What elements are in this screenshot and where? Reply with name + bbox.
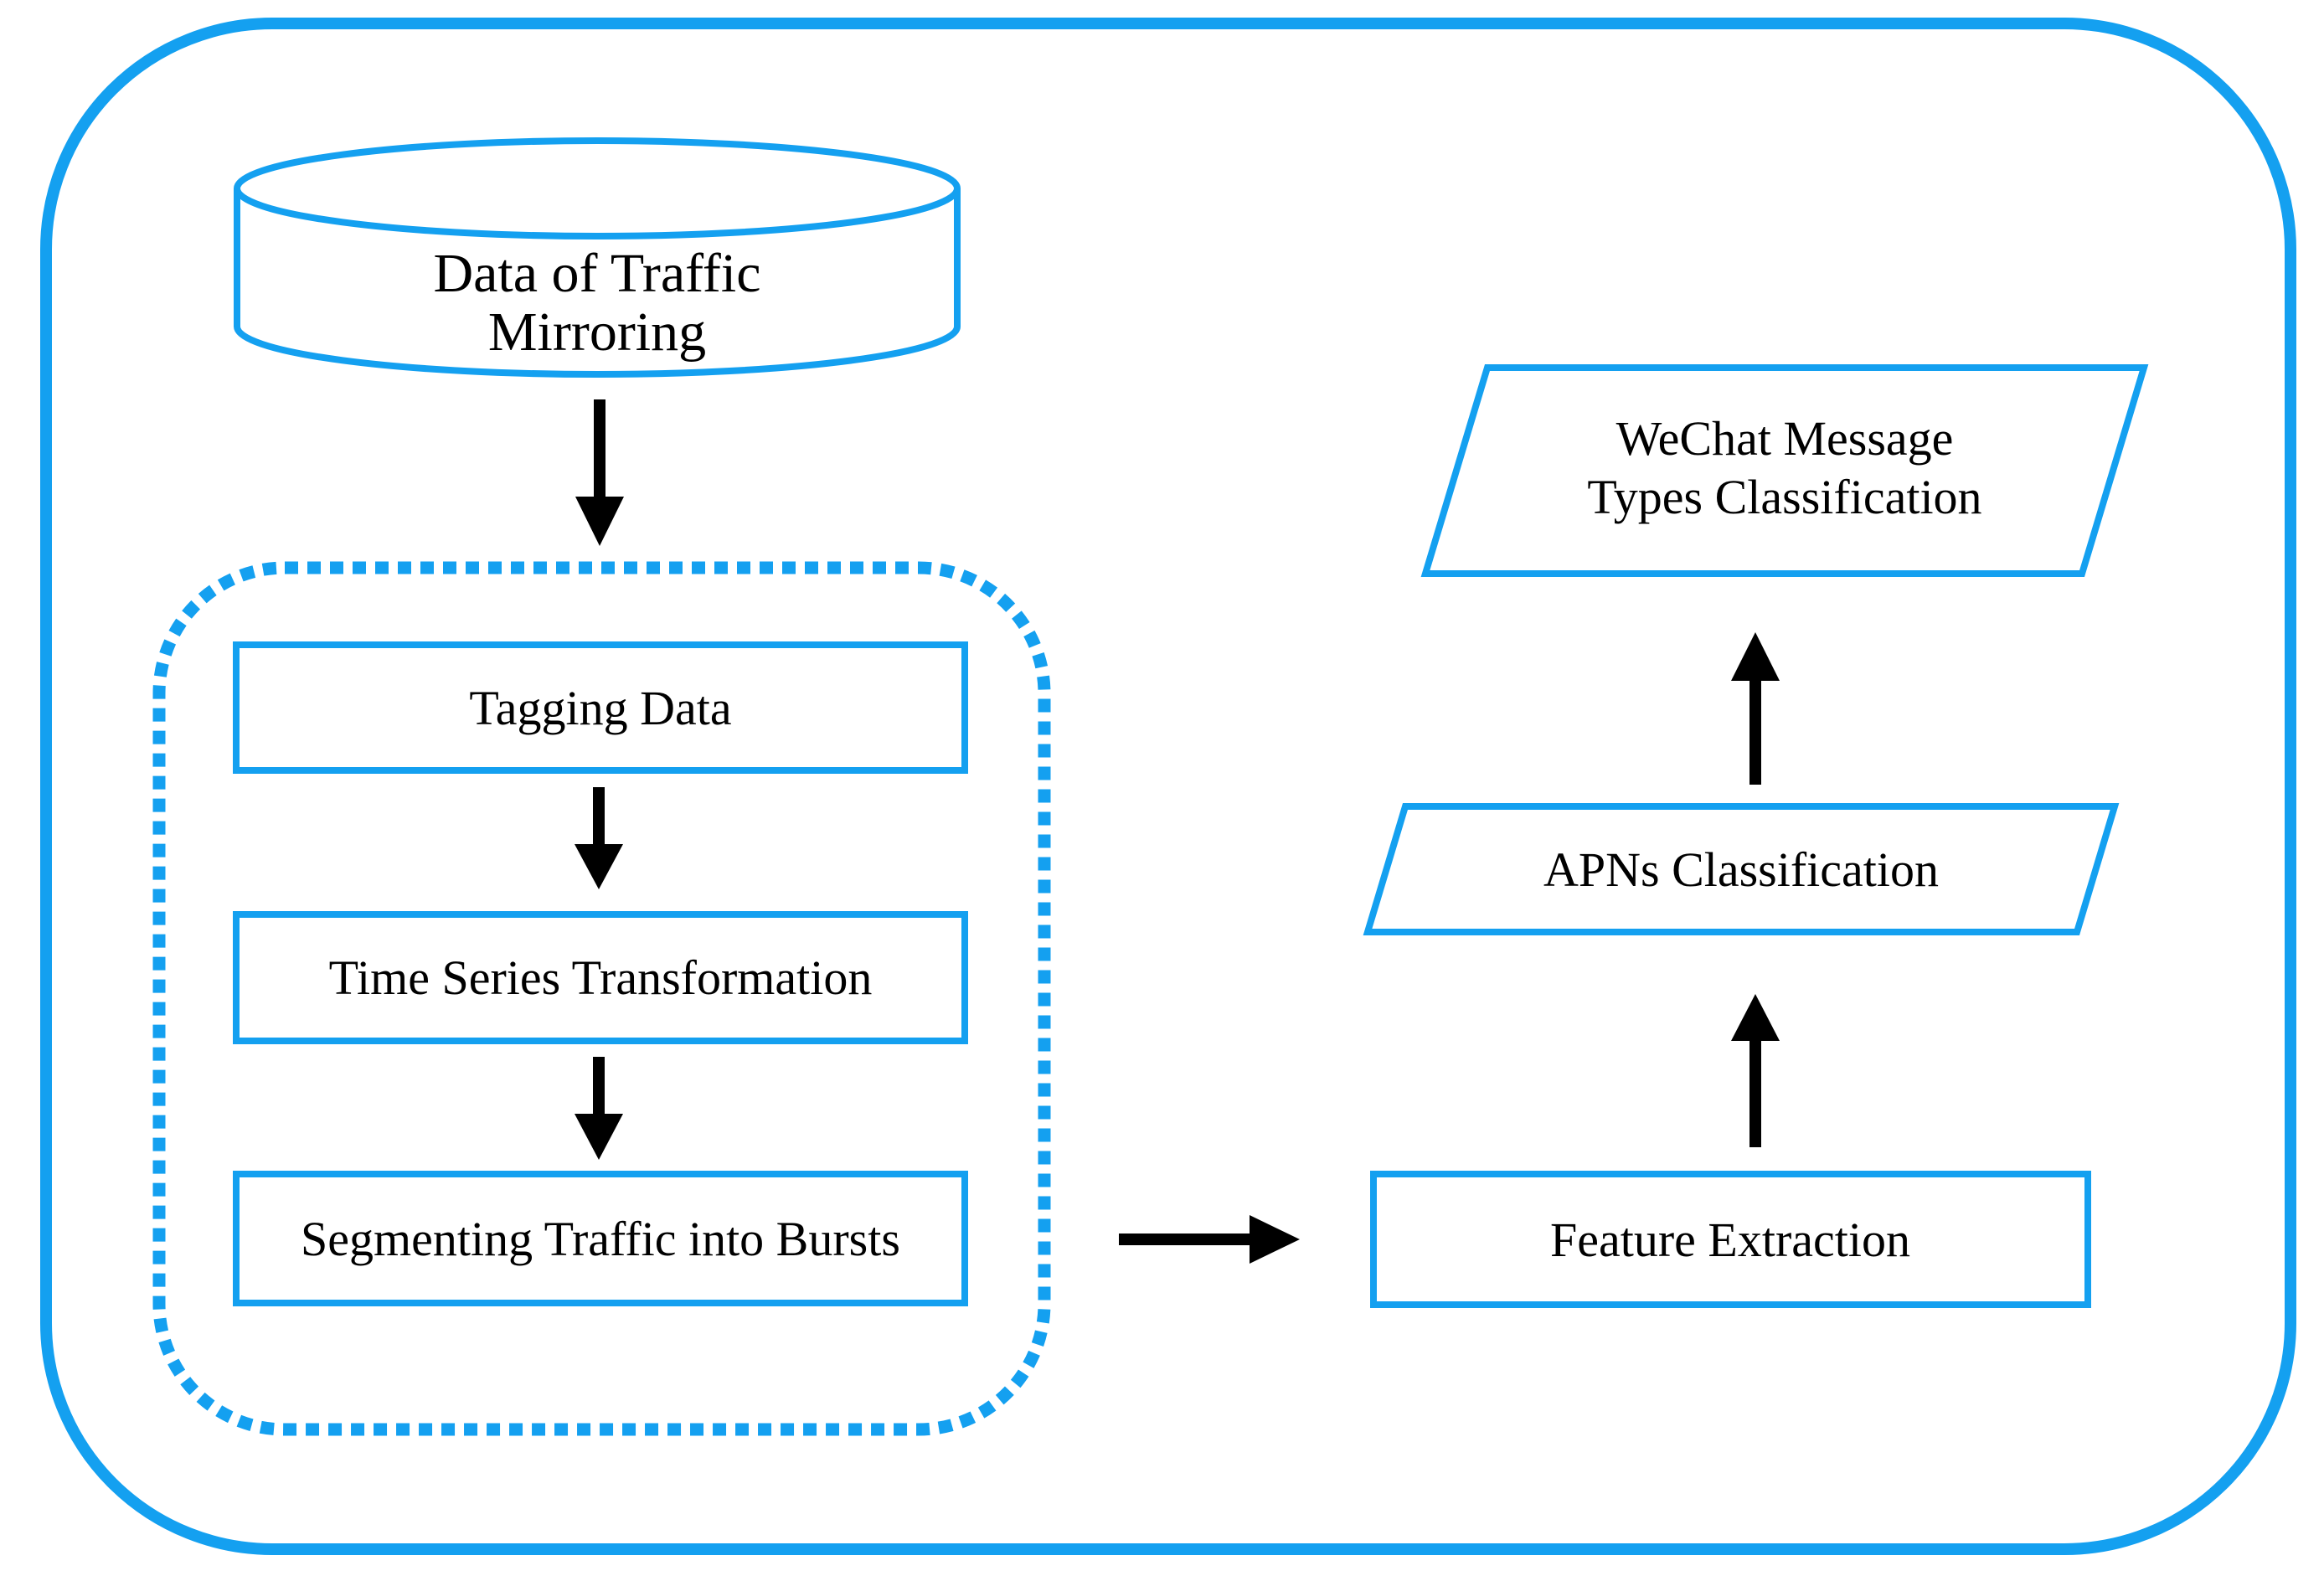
apns-label: APNs Classification bbox=[1543, 842, 1939, 897]
node-data-of-traffic-mirroring: Data of Traffic Mirroring bbox=[234, 137, 961, 378]
cylinder-body bbox=[234, 188, 961, 378]
tagging-data-box bbox=[233, 641, 968, 774]
node-wechat-classification: WeChat Message Types Classification bbox=[1420, 364, 2149, 577]
apns-parallelogram bbox=[1363, 803, 2120, 935]
arrow-source-to-tagging bbox=[575, 399, 624, 546]
segmenting-box bbox=[233, 1171, 968, 1306]
arrow-feature-to-apns bbox=[1731, 994, 1780, 1147]
arrow-timeseries-to-segmenting bbox=[575, 1057, 623, 1160]
feature-extraction-label: Feature Extraction bbox=[1550, 1213, 1910, 1267]
source-label-line1: Data of Traffic bbox=[433, 243, 760, 304]
source-label-line2: Mirroring bbox=[488, 301, 706, 363]
node-apns-classification: APNs Classification bbox=[1363, 803, 2120, 935]
tagging-data-label: Tagging Data bbox=[469, 681, 731, 735]
time-series-label: Time Series Transformation bbox=[329, 950, 873, 1005]
wechat-label-line2: Types Classification bbox=[1587, 470, 1981, 524]
node-time-series-transformation: Time Series Transformation bbox=[233, 911, 968, 1044]
node-tagging-data: Tagging Data bbox=[233, 641, 968, 774]
segmenting-label: Segmenting Traffic into Bursts bbox=[301, 1212, 900, 1266]
cylinder-top bbox=[234, 137, 961, 239]
preprocessing-dashed-group bbox=[152, 561, 1051, 1436]
arrow-apns-to-wechat bbox=[1731, 632, 1780, 785]
wechat-label-line1: WeChat Message bbox=[1616, 411, 1954, 466]
arrow-tagging-to-timeseries bbox=[575, 787, 623, 889]
wechat-parallelogram bbox=[1420, 364, 2149, 577]
time-series-box bbox=[233, 911, 968, 1044]
feature-extraction-box bbox=[1370, 1171, 2091, 1308]
node-segmenting-traffic: Segmenting Traffic into Bursts bbox=[233, 1171, 968, 1306]
node-feature-extraction: Feature Extraction bbox=[1370, 1171, 2091, 1308]
outer-border bbox=[40, 18, 2296, 1555]
arrow-group-to-feature bbox=[1119, 1215, 1300, 1264]
